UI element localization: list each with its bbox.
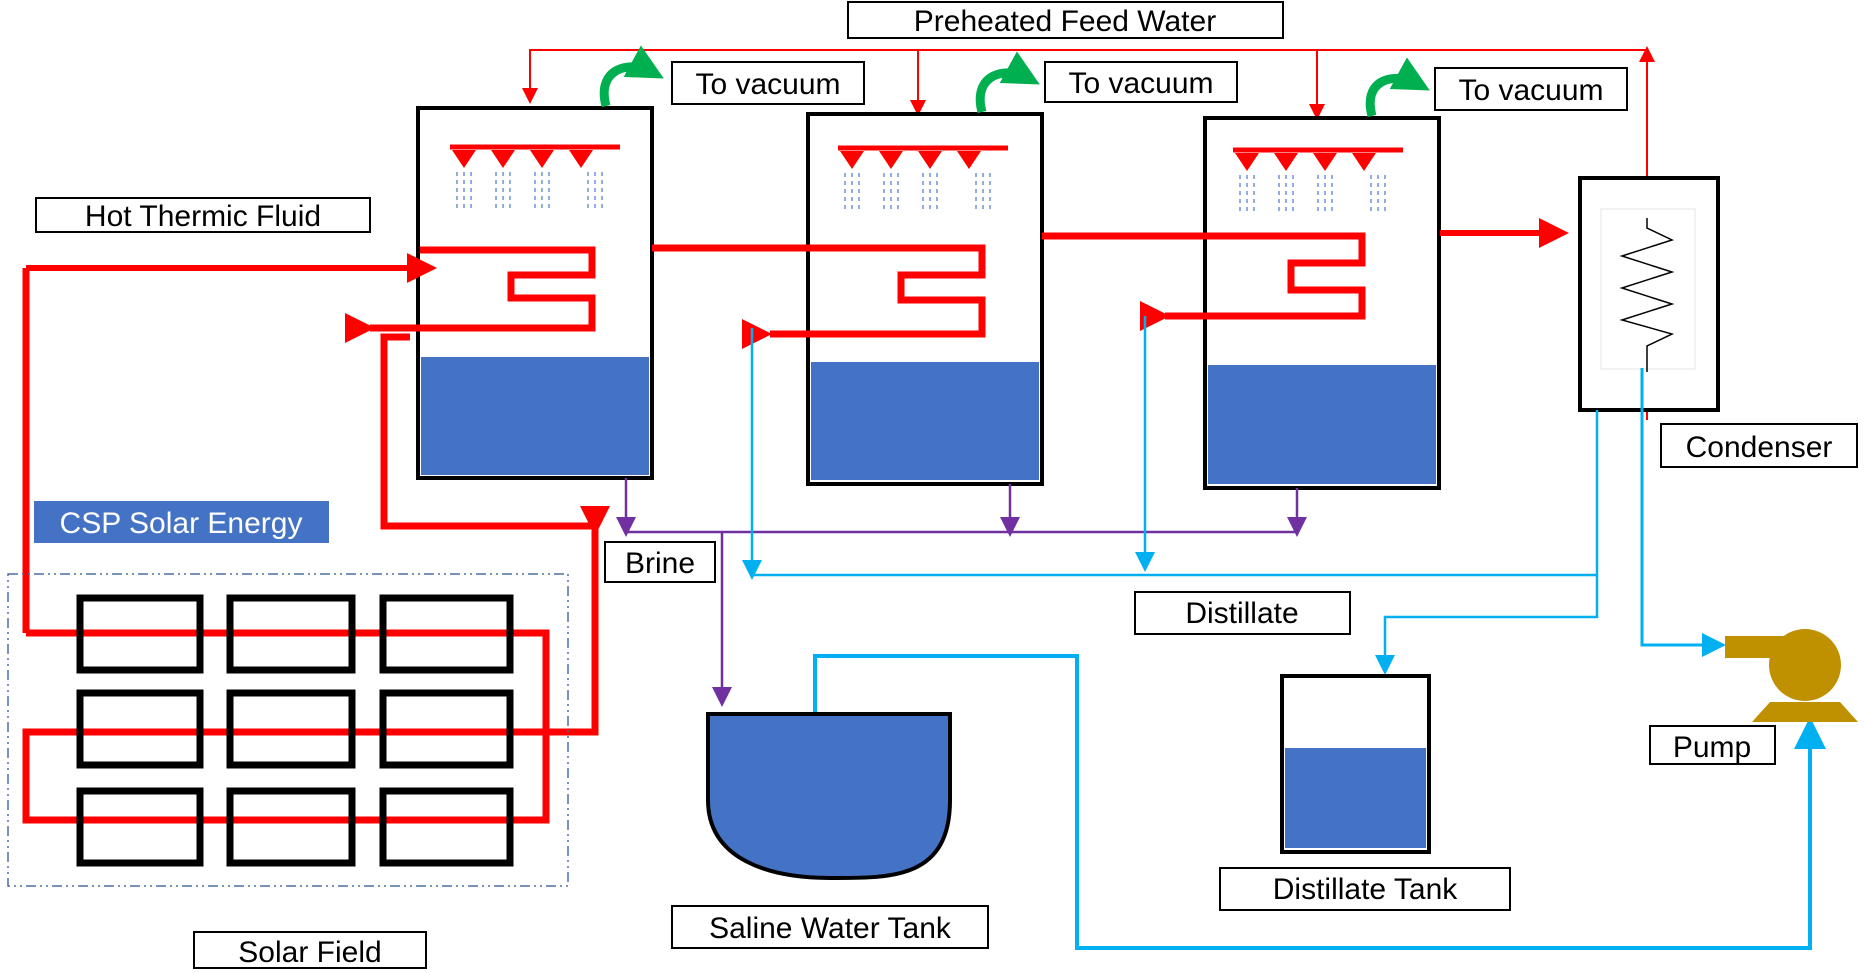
distillate-tank <box>1280 674 1431 854</box>
solar-collectors <box>76 594 514 867</box>
svg-text:Distillate Tank: Distillate Tank <box>1273 873 1459 906</box>
condenser-label: Condenser <box>1660 423 1858 468</box>
stage-1-chamber <box>416 106 654 480</box>
saline-water-tank-label: Saline Water Tank <box>671 905 989 949</box>
svg-text:Condenser: Condenser <box>1686 431 1833 464</box>
condenser-to-pump-line <box>1640 368 1726 657</box>
vacuum-outlet-3: To vacuum <box>1365 57 1628 118</box>
to-vacuum-label-3: To vacuum <box>1458 74 1603 107</box>
to-vacuum-label-2: To vacuum <box>1068 67 1213 100</box>
vacuum-outlet-2: To vacuum <box>975 51 1238 114</box>
distillate-lines <box>742 316 1599 675</box>
spray-nozzles-1 <box>450 144 620 212</box>
pump <box>1725 629 1858 722</box>
svg-text:Hot Thermic Fluid: Hot Thermic Fluid <box>85 200 321 233</box>
spray-nozzles-2 <box>838 145 1008 213</box>
hot-thermic-fluid-label: Hot Thermic Fluid <box>35 197 371 233</box>
saline-water-tank <box>706 712 952 881</box>
svg-text:Distillate: Distillate <box>1185 597 1298 630</box>
solar-field-label: Solar Field <box>193 931 427 969</box>
svg-text:Solar Field: Solar Field <box>238 936 381 969</box>
hot-fluid-loop <box>22 218 1569 824</box>
distillate-tank-label: Distillate Tank <box>1219 867 1511 911</box>
svg-text:CSP Solar Energy: CSP Solar Energy <box>60 507 303 540</box>
preheated-feed-water-label: Preheated Feed Water <box>847 1 1284 39</box>
svg-text:Saline Water Tank: Saline Water Tank <box>709 912 952 945</box>
stage-3-chamber <box>1203 116 1441 490</box>
solar-field <box>7 573 569 887</box>
svg-text:Preheated Feed Water: Preheated Feed Water <box>914 5 1216 38</box>
svg-text:Pump: Pump <box>1673 731 1751 764</box>
csp-solar-energy-label: CSP Solar Energy <box>34 501 329 543</box>
saline-to-pump-line <box>813 654 1826 950</box>
svg-text:Brine: Brine <box>625 547 695 580</box>
condenser <box>1578 176 1720 412</box>
brine-lines <box>616 478 1307 707</box>
spray-nozzles-3 <box>1233 147 1403 215</box>
vacuum-outlet-1: To vacuum <box>599 45 865 108</box>
to-vacuum-label-1: To vacuum <box>695 68 840 101</box>
distillate-label: Distillate <box>1134 591 1351 635</box>
brine-label: Brine <box>604 541 716 583</box>
pump-label: Pump <box>1649 725 1776 765</box>
